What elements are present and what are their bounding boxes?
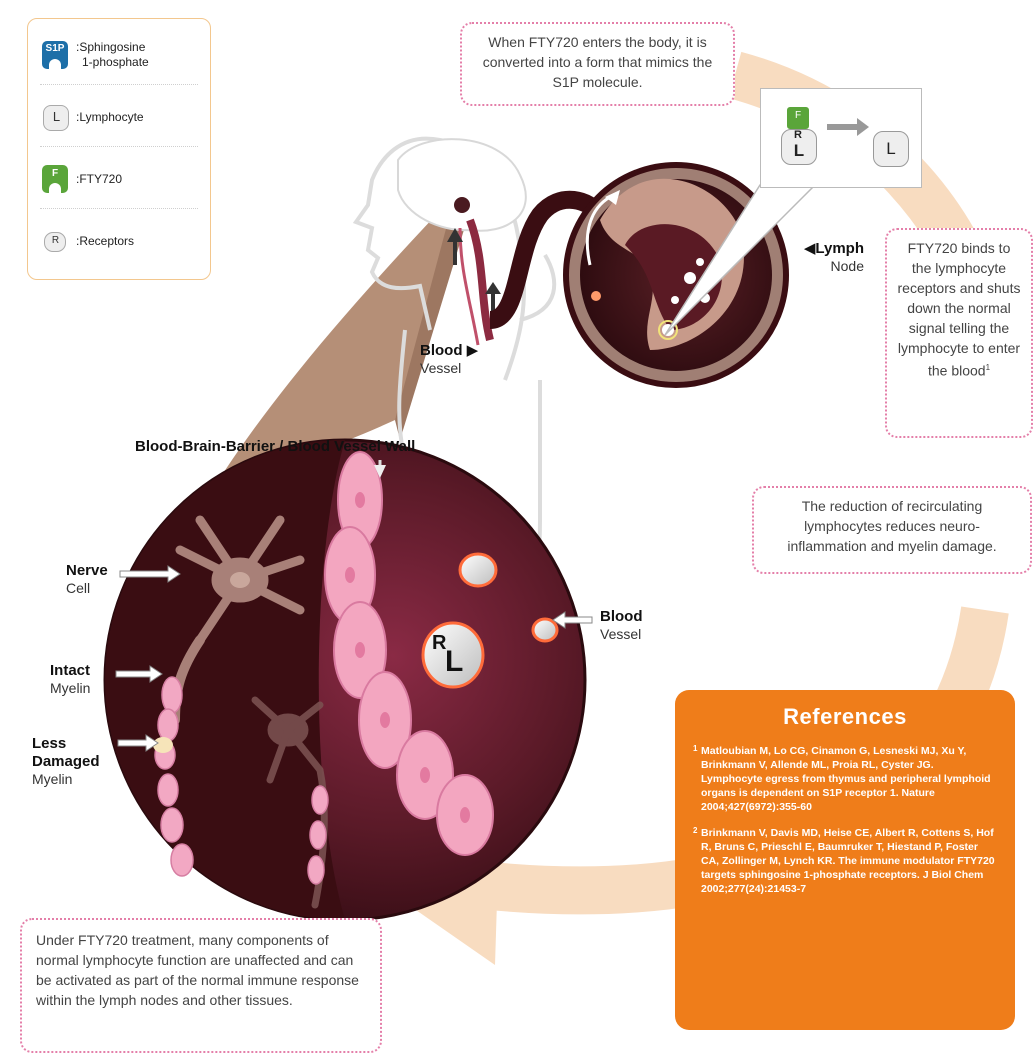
inset-box: F R L L (760, 88, 922, 188)
label-blood-vessel-top: Blood ▶ Vessel (420, 342, 478, 377)
legend-item-fty720: F :FTY720 (40, 153, 198, 205)
label-blood-brain-barrier: Blood-Brain-Barrier / Blood Vessel Wall (135, 438, 415, 456)
label-less-damaged-myelin: Less Damaged Myelin (32, 735, 100, 788)
legend-item-s1p: S1P :Sphingosine 1-phosphate (40, 29, 198, 81)
arrow-right-icon (827, 124, 859, 130)
reference-item-1: 1 Matloubian M, Lo CG, Cinamon G, Lesnes… (701, 744, 997, 814)
label-blood-vessel-right: Blood Vessel (600, 608, 643, 643)
cell-lymphocyte-letter: L (445, 645, 463, 679)
callout-fty720-conversion: When FTY720 enters the body, it is conve… (460, 22, 735, 106)
lymphocyte-icon: L (40, 101, 70, 133)
less-damaged-myelin (153, 737, 173, 753)
label-lymph-node: ◀Lymph Node (786, 240, 864, 275)
callout-normal-function: Under FTY720 treatment, many components … (20, 918, 382, 1053)
callout-reduction: The reduction of recirculating lymphocyt… (752, 486, 1032, 574)
legend-item-lymphocyte: L :Lymphocyte (40, 91, 198, 143)
brain (398, 139, 526, 231)
label-nerve-cell: Nerve Cell (66, 562, 108, 597)
legend-item-receptors: R :Receptors (40, 215, 198, 267)
callout-receptor-binding: FTY720 binds to the lymphocyte receptors… (885, 228, 1033, 438)
s1p-icon: S1P (40, 39, 70, 71)
fty720-icon: F (40, 163, 70, 195)
receptor-icon: R (40, 225, 70, 257)
fty720-bound-lymphocyte: F R L (781, 107, 817, 167)
references-title: References (693, 704, 997, 730)
references-panel: References 1 Matloubian M, Lo CG, Cinamo… (675, 690, 1015, 1030)
label-intact-myelin: Intact Myelin (50, 662, 90, 697)
legend: S1P :Sphingosine 1-phosphate L :Lymphocy… (27, 18, 211, 280)
brain-focus-dot (454, 197, 470, 213)
reference-item-2: 2 Brinkmann V, Davis MD, Heise CE, Alber… (701, 826, 997, 896)
